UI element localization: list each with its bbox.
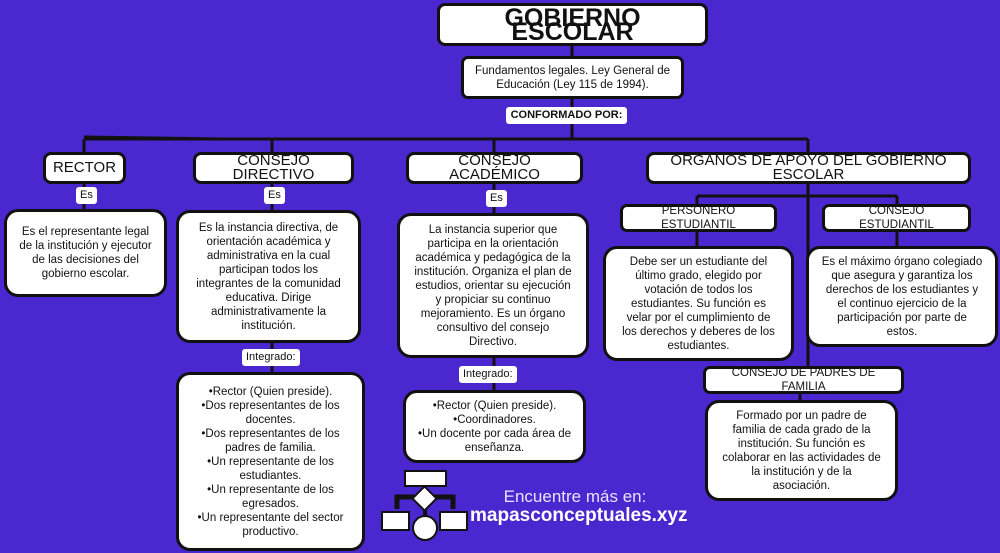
- consejo-estudiantil-desc: Es el máximo órgano colegiado que asegur…: [806, 246, 998, 347]
- fundamentos-box: Fundamentos legales. Ley General de Educ…: [461, 56, 684, 99]
- directivo-members: •Rector (Quien preside). •Dos representa…: [176, 372, 365, 551]
- organos-title: ÓRGANOS DE APOYO DEL GOBIERNO ESCOLAR: [646, 152, 971, 184]
- promo-link[interactable]: mapasconceptuales.xyz: [470, 505, 688, 526]
- personero-title: PERSONERO ESTUDIANTIL: [620, 204, 777, 232]
- personero-desc: Debe ser un estudiante del último grado,…: [603, 246, 794, 361]
- rector-title: RECTOR: [43, 152, 126, 184]
- academico-title: CONSEJO ACADÉMICO: [406, 152, 583, 184]
- page-title: GOBIERNO ESCOLAR: [437, 3, 708, 46]
- rector-desc: Es el representante legal de la instituc…: [4, 209, 167, 297]
- promo-text: Encuentre más en:: [503, 487, 647, 506]
- directivo-es-label: Es: [264, 187, 285, 204]
- rector-es-label: Es: [76, 187, 97, 204]
- academico-integrado-label: Integrado:: [459, 366, 517, 383]
- directivo-desc: Es la instancia directiva, de orientació…: [176, 210, 361, 343]
- academico-es-label: Es: [486, 190, 507, 207]
- conformado-label: CONFORMADO POR:: [506, 107, 627, 124]
- padres-desc: Formado por un padre de familia de cada …: [705, 400, 898, 501]
- academico-desc: La instancia superior que participa en l…: [397, 213, 589, 358]
- academico-members: •Rector (Quien preside). •Coordinadores.…: [403, 390, 586, 463]
- directivo-integrado-label: Integrado:: [242, 349, 300, 366]
- site-logo-icon: [381, 470, 468, 541]
- padres-title: CONSEJO DE PADRES DE FAMILIA: [703, 366, 904, 394]
- directivo-title: CONSEJO DIRECTIVO: [193, 152, 354, 184]
- consejo-estudiantil-title: CONSEJO ESTUDIANTIL: [822, 204, 971, 232]
